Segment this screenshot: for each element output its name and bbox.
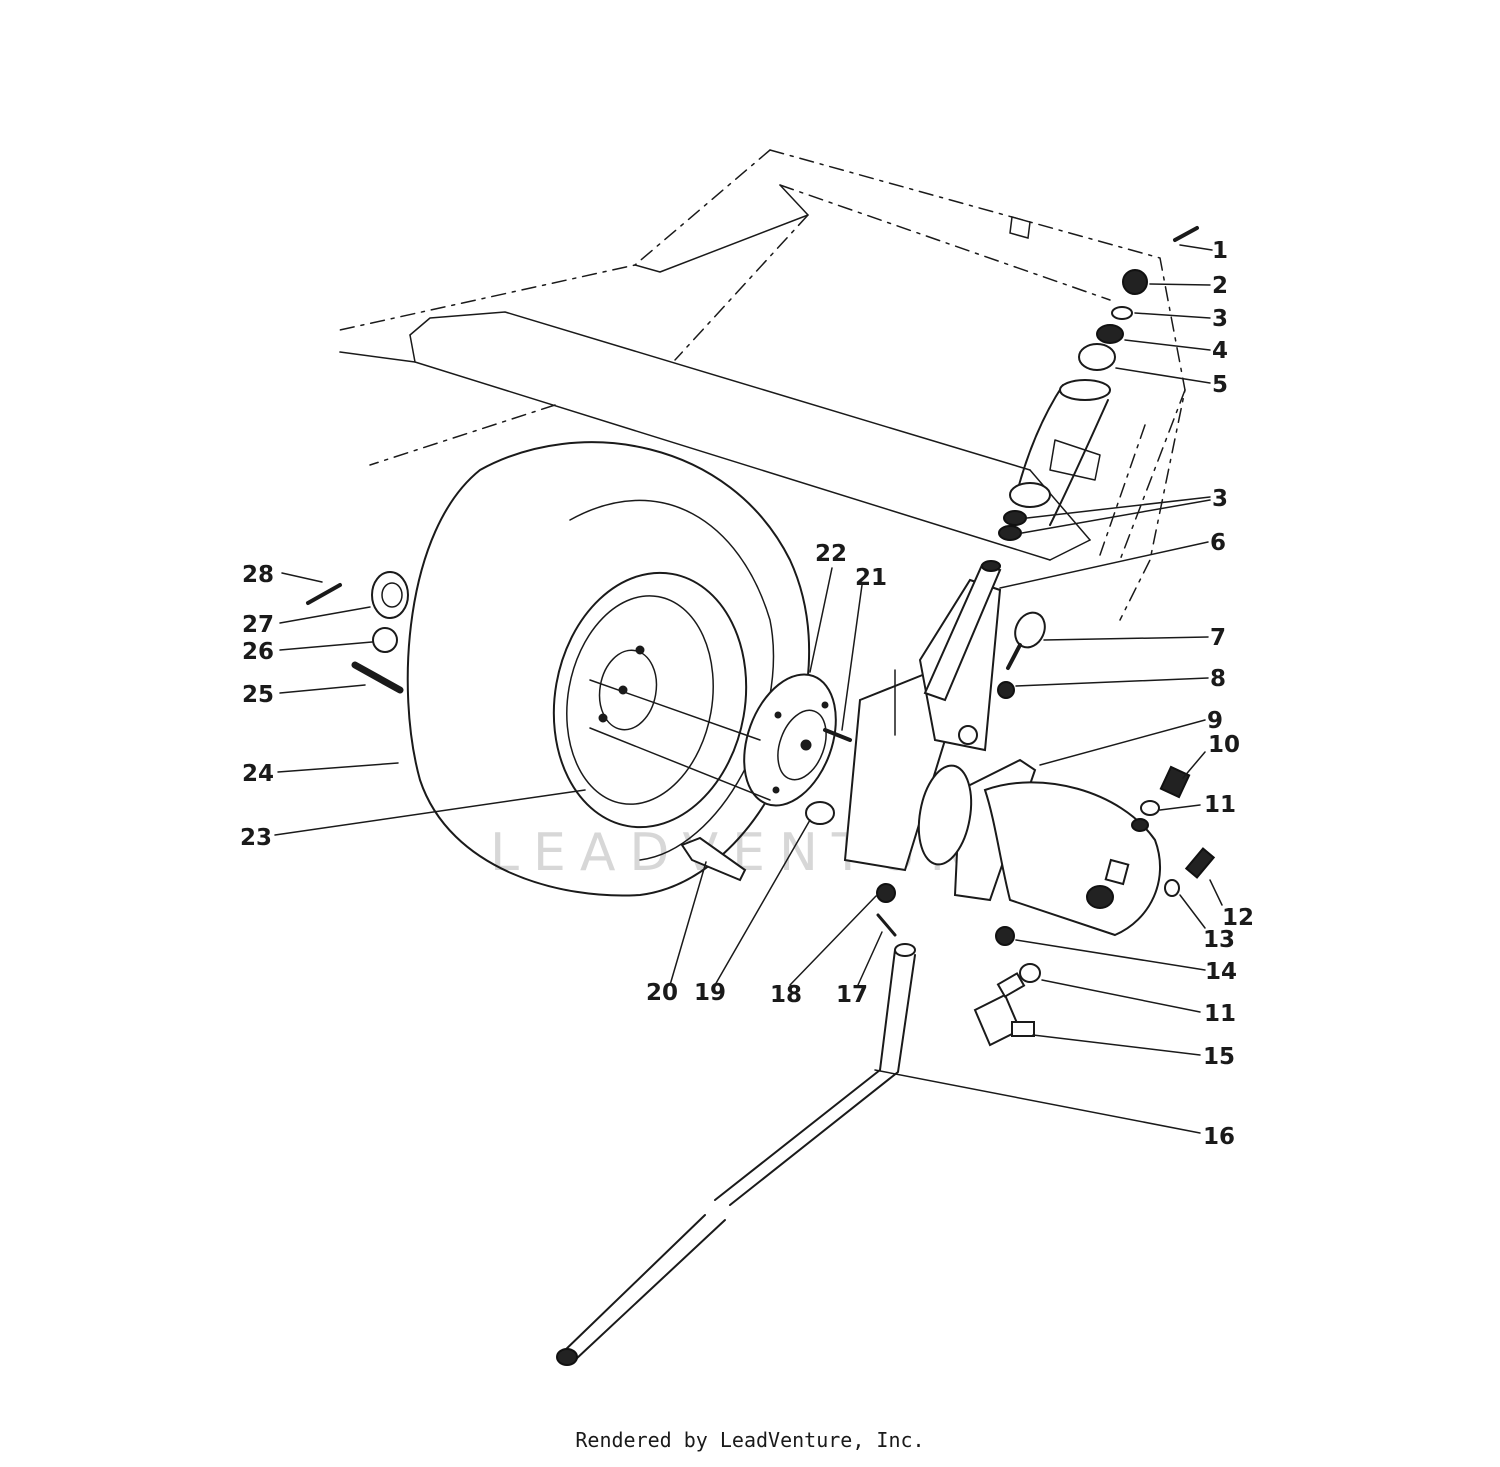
callout-5: 5 xyxy=(1212,372,1228,398)
spindle-housing xyxy=(1009,379,1111,526)
callout-15: 15 xyxy=(1203,1044,1235,1070)
callout-10: 10 xyxy=(1208,732,1240,758)
callout-11: 11 xyxy=(1204,792,1236,818)
callout-7: 7 xyxy=(1210,625,1226,651)
callout-1: 1 xyxy=(1212,238,1228,264)
callout-21: 21 xyxy=(855,565,887,591)
callout-3b: 3 xyxy=(1212,486,1228,512)
callout-27: 27 xyxy=(242,612,274,638)
callout-28: 28 xyxy=(242,562,274,588)
callout-9: 9 xyxy=(1207,708,1223,734)
callout-8: 8 xyxy=(1210,666,1226,692)
callout-26: 26 xyxy=(242,639,274,665)
tire xyxy=(406,441,811,897)
callout-17: 17 xyxy=(836,982,868,1008)
king-pin xyxy=(923,560,1002,702)
wheel-hub xyxy=(589,673,837,807)
callout-25: 25 xyxy=(242,682,274,708)
wheel-motor xyxy=(917,758,1161,937)
callout-22: 22 xyxy=(815,541,847,567)
footer-credit: Rendered by LeadVenture, Inc. xyxy=(575,1428,925,1452)
leader-lines xyxy=(274,244,1223,1134)
callout-13: 13 xyxy=(1203,927,1235,953)
callout-4: 4 xyxy=(1212,338,1228,364)
wheel-rim xyxy=(552,571,748,829)
callout-11b: 11 xyxy=(1204,1001,1236,1027)
callout-18: 18 xyxy=(770,982,802,1008)
callout-24: 24 xyxy=(242,761,274,787)
small-parts xyxy=(306,226,1216,1047)
callout-14: 14 xyxy=(1205,959,1237,985)
frame-outline xyxy=(339,149,1186,621)
callout-3: 3 xyxy=(1212,306,1228,332)
callout-23: 23 xyxy=(240,825,272,851)
callout-16: 16 xyxy=(1203,1124,1235,1150)
handle-tube xyxy=(556,943,916,1366)
callout-labels: 1 2 3 4 5 3 6 7 8 9 10 11 12 13 14 11 15… xyxy=(240,238,1254,1150)
callout-12: 12 xyxy=(1222,905,1254,931)
callout-2: 2 xyxy=(1212,273,1228,299)
callout-6: 6 xyxy=(1210,530,1226,556)
callout-19: 19 xyxy=(694,980,726,1006)
callout-20: 20 xyxy=(646,980,678,1006)
